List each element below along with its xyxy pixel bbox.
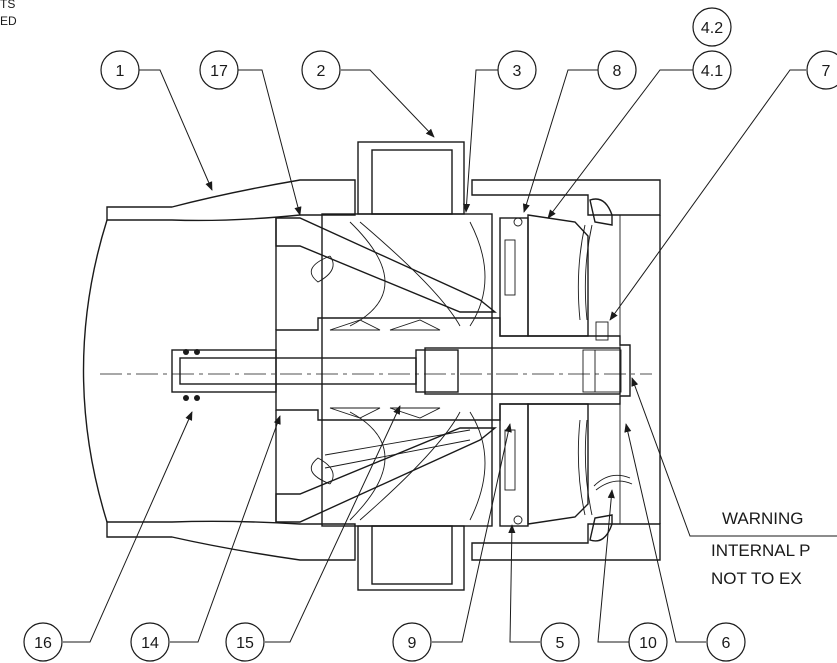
svg-text:7: 7 — [822, 63, 831, 80]
leader-lines — [63, 69, 837, 643]
balloon-7: 7 — [806, 50, 837, 90]
end-cap — [577, 198, 633, 542]
svg-text:8: 8 — [613, 63, 622, 80]
svg-text:3: 3 — [513, 63, 522, 80]
balloon-2: 2 — [301, 50, 341, 90]
outer-housing — [82, 179, 661, 561]
balloon-5: 5 — [540, 622, 580, 662]
svg-text:2: 2 — [317, 63, 326, 80]
balloon-4-1: 4.1 — [692, 50, 732, 90]
balloon-17: 17 — [199, 50, 239, 90]
svg-text:6: 6 — [722, 635, 731, 652]
warning-line-1: WARNING — [722, 509, 804, 528]
svg-text:4.1: 4.1 — [701, 63, 723, 80]
svg-text:16: 16 — [34, 635, 52, 652]
corner-note-2: ED — [0, 14, 17, 28]
inlet-pipe — [357, 141, 465, 591]
warning-line-2: INTERNAL P — [711, 541, 811, 560]
svg-text:9: 9 — [408, 635, 417, 652]
deflector-cone — [275, 217, 497, 523]
balloon-6: 6 — [706, 622, 746, 662]
svg-text:4.2: 4.2 — [701, 20, 723, 37]
inner-chamber — [321, 213, 493, 527]
center-shaft — [171, 317, 631, 421]
balloon-9: 9 — [392, 622, 432, 662]
svg-text:17: 17 — [210, 63, 228, 80]
svg-text:15: 15 — [236, 635, 254, 652]
corner-note-1: TS — [0, 0, 15, 11]
balloon-15: 15 — [225, 622, 265, 662]
balloon-14: 14 — [130, 622, 170, 662]
balloon-1: 1 — [100, 50, 140, 90]
balloon-16: 16 — [23, 622, 63, 662]
balloon-10: 10 — [628, 622, 668, 662]
balloon-4-2: 4.2 — [692, 7, 732, 47]
warning-line-3: NOT TO EX — [711, 569, 802, 588]
svg-text:5: 5 — [556, 635, 565, 652]
svg-text:10: 10 — [639, 635, 657, 652]
balloon-8: 8 — [597, 50, 637, 90]
balloon-3: 3 — [497, 50, 537, 90]
valve-plates — [499, 214, 589, 527]
svg-text:14: 14 — [141, 635, 159, 652]
svg-text:1: 1 — [116, 63, 125, 80]
